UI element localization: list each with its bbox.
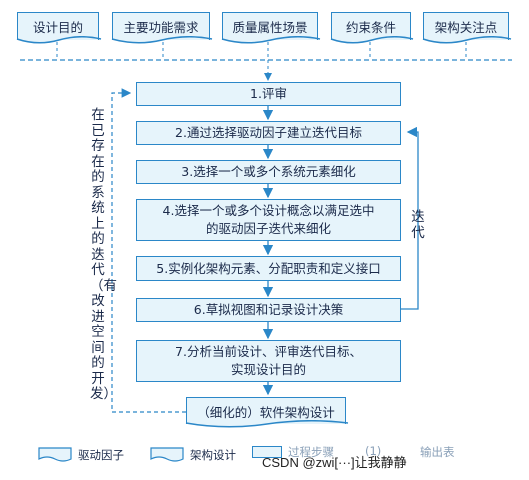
step-label: 3.选择一个或多个系统元素细化: [181, 164, 356, 179]
input-design-purpose: 设计目的: [16, 12, 102, 44]
input-constraints: 约束条件: [330, 12, 414, 44]
right-loop-label: 迭代: [411, 209, 425, 241]
step-5-instantiate-elements: 5.实例化架构元素、分配职责和定义接口: [136, 256, 401, 281]
legend-output: 输出表: [420, 444, 455, 460]
legend-label: 驱动因子: [78, 448, 124, 462]
input-label: 架构关注点: [434, 20, 498, 35]
iteration-loop-line: [400, 126, 419, 310]
step-3-select-elements: 3.选择一个或多个系统元素细化: [136, 160, 401, 184]
legend-architecture-design: 架构设计: [150, 447, 236, 463]
legend-label: 架构设计: [190, 448, 236, 462]
legend-document-swatch: [150, 447, 184, 462]
step-1-review: 1.评审: [136, 82, 401, 106]
input-label: 质量属性场景: [232, 20, 308, 35]
legend-label: 输出表: [420, 445, 455, 459]
legend-label: 过程步骤: [288, 445, 334, 459]
input-quality-scenarios: 质量属性场景: [221, 12, 321, 44]
input-label: 设计目的: [32, 20, 83, 35]
left-loop-label: 在已存在的系统上的迭代（有改进空间的开发）: [90, 107, 117, 402]
legend-item-4: (1): [365, 444, 381, 458]
legend-label: (1): [365, 444, 382, 458]
legend-driver: 驱动因子: [38, 447, 124, 463]
step-label: 4.选择一个或多个设计概念以满足选中 的驱动因子迭代来细化: [162, 203, 375, 236]
step-4-design-concepts: 4.选择一个或多个设计概念以满足选中 的驱动因子迭代来细化: [136, 199, 401, 241]
input-functional-requirements: 主要功能需求: [111, 12, 213, 44]
step-6-sketch-views: 6.草拟视图和记录设计决策: [136, 298, 401, 322]
step-label: 5.实例化架构元素、分配职责和定义接口: [156, 260, 381, 276]
csdn-watermark: CSDN @zwi[···]让我静静: [262, 455, 407, 470]
step-2-iteration-goal: 2.通过选择驱动因子建立迭代目标: [136, 121, 401, 145]
input-label: 主要功能需求: [123, 20, 199, 35]
step-7-analyze-design: 7.分析当前设计、评审迭代目标、 实现设计目的: [136, 340, 401, 382]
output-architecture-design: （细化的）软件架构设计: [185, 397, 349, 428]
input-architecture-concerns: 架构关注点: [422, 12, 512, 44]
step-label: 1.评审: [250, 86, 287, 101]
output-label: （细化的）软件架构设计: [197, 404, 335, 420]
legend-document-swatch: [38, 447, 72, 462]
input-label: 约束条件: [345, 20, 396, 35]
existing-system-loop-line: [111, 88, 186, 413]
legend-box-swatch: [252, 446, 282, 458]
step-label: 6.草拟视图和记录设计决策: [193, 302, 344, 317]
legend-process-step: 过程步骤: [252, 444, 334, 460]
step-label: 7.分析当前设计、评审迭代目标、 实现设计目的: [175, 344, 362, 377]
step-label: 2.通过选择驱动因子建立迭代目标: [175, 125, 362, 140]
